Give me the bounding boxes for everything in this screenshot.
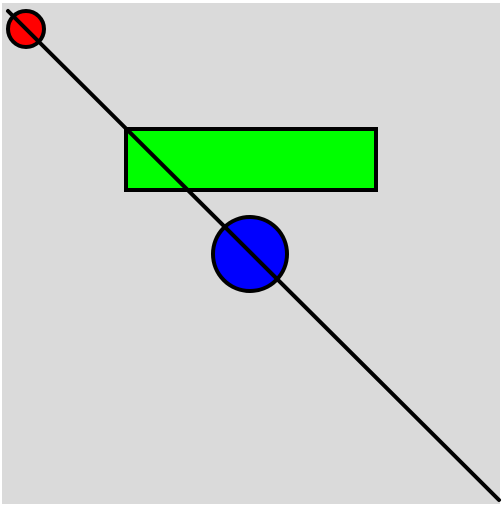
green-rectangle xyxy=(124,127,378,192)
diagonal-line xyxy=(6,9,501,502)
